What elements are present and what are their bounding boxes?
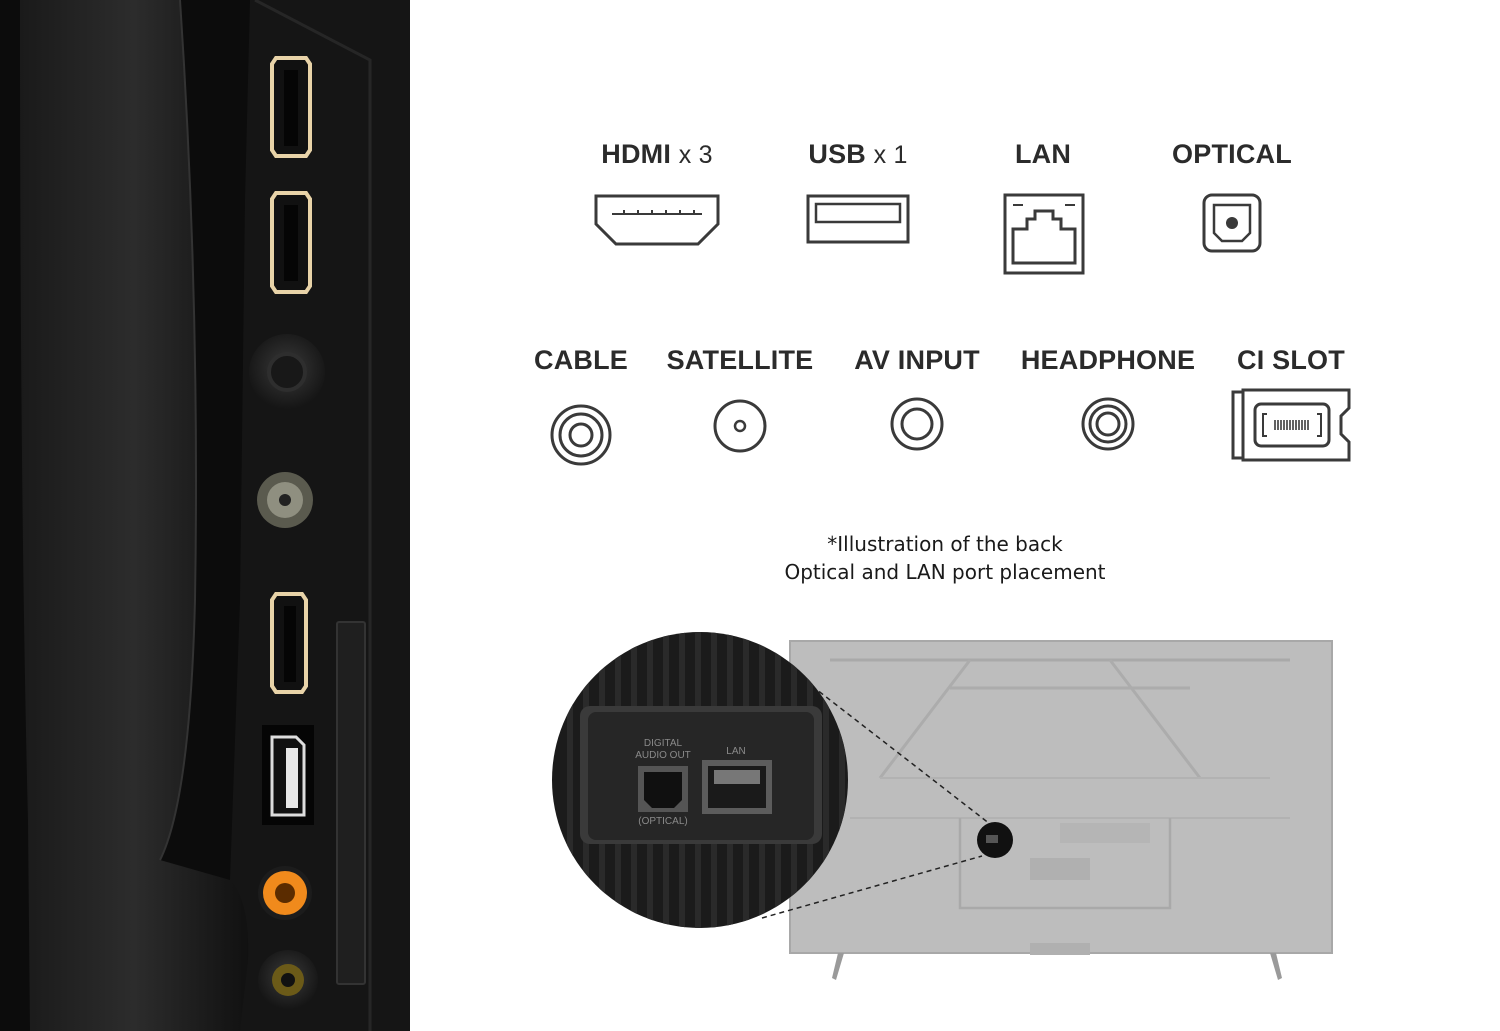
satellite-port-photo	[257, 472, 313, 528]
av-input-icon	[890, 397, 944, 451]
headphone-icon	[1081, 397, 1135, 451]
leader-line-top	[811, 685, 991, 825]
lan-icon	[1003, 193, 1085, 275]
cable-label: CABLE	[534, 345, 628, 375]
usb-icon	[806, 194, 910, 244]
caption-line-2: Optical and LAN port placement	[784, 560, 1106, 584]
optical-label: OPTICAL	[1172, 139, 1292, 170]
lan-name: LAN	[1014, 139, 1072, 169]
hdmi-icon	[594, 194, 720, 246]
caption-line-1: *Illustration of the back	[827, 532, 1063, 556]
optical-closeup-label-2: AUDIO OUT	[635, 750, 691, 761]
closeup-magnifier	[552, 632, 848, 928]
tv-back-panel	[789, 640, 1333, 980]
leader-line-bottom	[761, 855, 983, 919]
av-input-label: AV INPUT	[854, 345, 980, 375]
headphone-port-photo	[258, 950, 318, 1010]
usb-name: USB	[808, 139, 866, 169]
tv-back-illustration: DIGITAL AUDIO OUT (OPTICAL) LAN	[552, 632, 1333, 980]
hdmi-count: x 3	[678, 141, 713, 169]
hdmi-label: HDMI x 3	[601, 139, 712, 170]
av-input-port-photo	[258, 866, 312, 920]
tv-side-ports-illustration	[0, 0, 410, 1031]
usb-label: USB x 1	[808, 139, 907, 170]
ci-slot-label: CI SLOT	[1237, 345, 1345, 375]
lan-label: LAN	[1015, 139, 1071, 170]
hdmi-port-photo-1	[270, 56, 312, 158]
satellite-label: SATELLITE	[666, 345, 814, 375]
cable-icon	[550, 404, 612, 466]
optical-icon	[1202, 193, 1262, 253]
hdmi-name: HDMI	[601, 139, 672, 169]
optical-closeup-label-3: (OPTICAL)	[638, 816, 687, 827]
hdmi-port-photo-3	[270, 592, 308, 694]
hdmi-port-photo-2	[270, 191, 312, 294]
tv-side-ports-photo	[0, 0, 410, 1031]
optical-closeup-label-1: DIGITAL	[644, 738, 683, 749]
satellite-icon	[713, 399, 767, 453]
lan-closeup-label: LAN	[726, 746, 745, 757]
usb-count: x 1	[873, 141, 908, 169]
optical-name: OPTICAL	[1172, 139, 1292, 169]
headphone-label: HEADPHONE	[1020, 345, 1196, 375]
cable-port-photo	[249, 334, 325, 410]
illustration-caption: *Illustration of the back Optical and LA…	[760, 530, 1130, 586]
ci-slot-icon	[1231, 388, 1351, 462]
usb-port-photo	[262, 725, 314, 825]
